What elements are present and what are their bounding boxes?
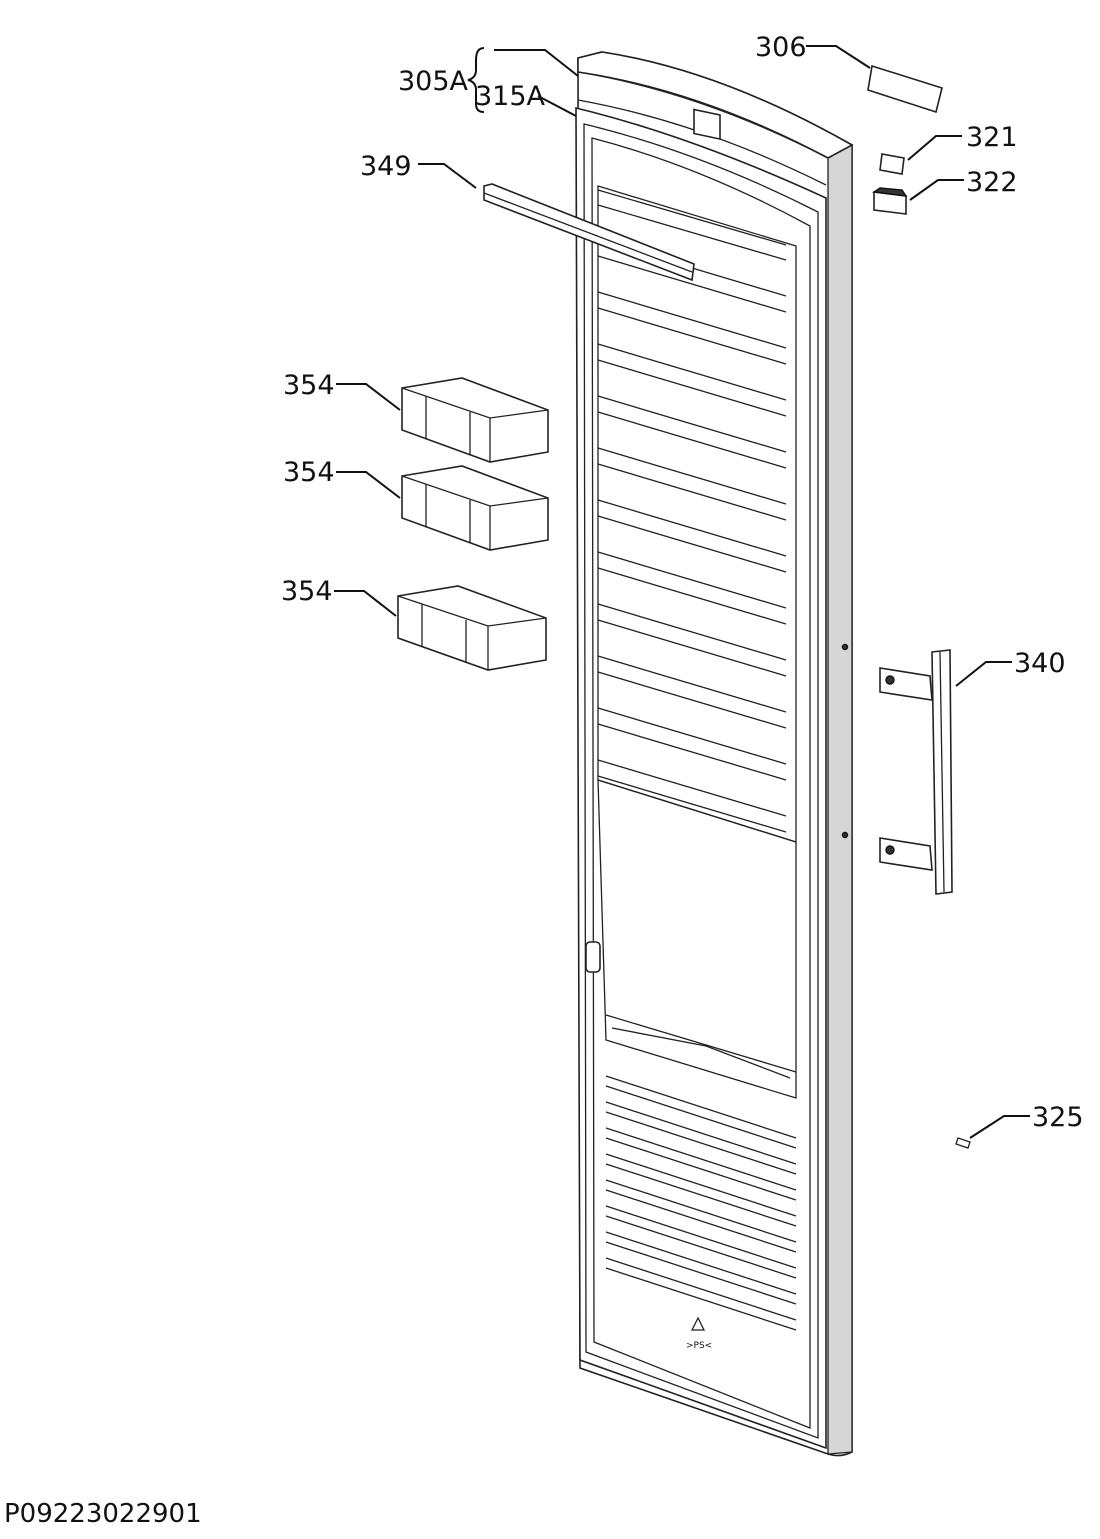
cover-cap-322 (872, 187, 908, 215)
handle-mount-hole-bottom (841, 831, 849, 839)
screw-325 (955, 1137, 971, 1149)
leader-lines (334, 45, 1030, 1139)
cover-cap-321 (879, 153, 905, 175)
drawing-number: P09223022901 (4, 1499, 202, 1529)
callout-349: 349 (360, 151, 412, 182)
door-liner-ribs (597, 189, 787, 833)
callout-315A: 315A (475, 81, 546, 112)
callout-340: 340 (1014, 648, 1066, 679)
label-plate-306 (867, 64, 943, 114)
recycle-icon (690, 1316, 706, 1331)
door-handle-340 (879, 649, 953, 895)
callout-306: 306 (755, 32, 807, 63)
callout-321: 321 (966, 122, 1018, 153)
door-bin-354-top (401, 377, 549, 463)
callout-354-top: 354 (283, 370, 335, 401)
callout-354-middle: 354 (283, 457, 335, 488)
door-side-edge (827, 143, 853, 1455)
door-top-latch-slot (693, 108, 721, 141)
recycle-mark: >PS< (686, 1341, 712, 1351)
handle-mount-hole-top (841, 643, 849, 651)
door-top-cap (577, 51, 854, 159)
callout-325: 325 (1032, 1102, 1084, 1133)
door-middle-flap (597, 779, 797, 1099)
callout-305A: 305A (398, 66, 469, 97)
door-shelf-349 (483, 183, 695, 282)
callout-354-bottom: 354 (281, 576, 333, 607)
door-bin-354-middle (401, 465, 549, 551)
callout-322: 322 (966, 167, 1018, 198)
door-assembly: >PS< (575, 51, 854, 1457)
callout-labels: 305A 315A 306 321 322 349 354 354 354 34… (281, 32, 1084, 1133)
door-left-latch (585, 941, 601, 973)
door-lower-ribs (605, 1075, 797, 1331)
door-bin-354-bottom (397, 585, 547, 671)
